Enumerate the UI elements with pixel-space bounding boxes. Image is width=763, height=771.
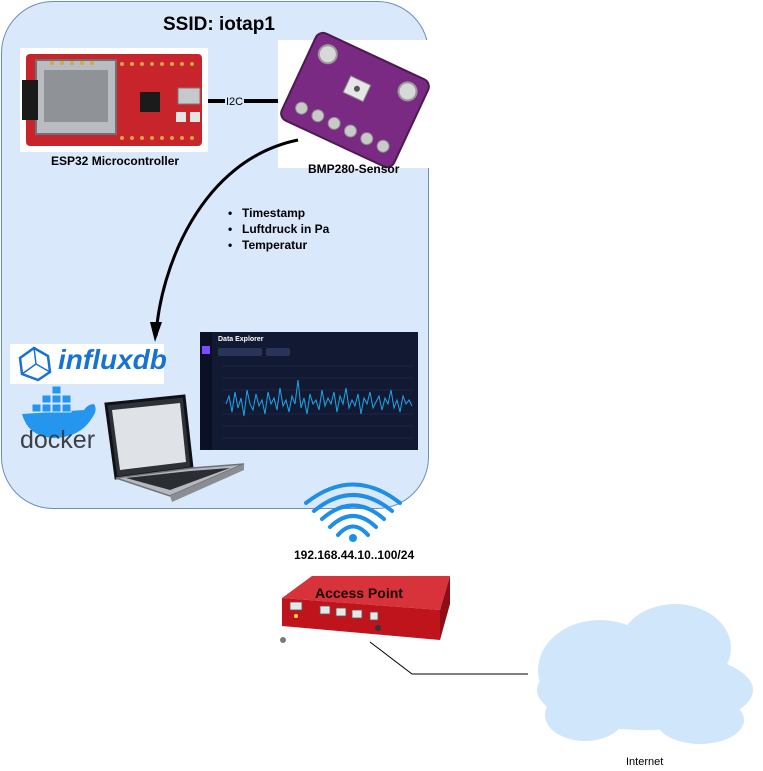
data-field-item: Temperatur <box>228 237 329 253</box>
internet-connection-line <box>369 641 528 675</box>
data-field-item: Luftdruck in Pa <box>228 221 329 237</box>
esp32-board-image <box>20 48 208 152</box>
wifi-dot <box>349 534 357 542</box>
laptop-image <box>104 394 245 502</box>
data-fields-list: Timestamp Luftdruck in Pa Temperatur <box>228 205 329 253</box>
internet-cloud-icon <box>537 604 753 744</box>
data-flow-arrow <box>154 138 299 337</box>
data-flow-arrowhead <box>150 322 162 342</box>
dashboard-title: Data Explorer <box>218 336 264 343</box>
influxdb-logo <box>10 344 164 384</box>
ip-range-label: 192.168.44.10..100/24 <box>294 548 415 562</box>
esp32-label: ESP32 Microcontroller <box>51 154 180 168</box>
ssid-title: SSID: iotap1 <box>163 14 275 35</box>
bmp280-sensor-image <box>278 31 430 169</box>
data-field-item: Timestamp <box>228 205 329 221</box>
dashboard-screenshot-image <box>200 332 418 450</box>
access-point-label: Access Point <box>315 585 403 601</box>
i2c-label: I2C <box>225 96 245 108</box>
bmp280-sensor-label: BMP280-Sensor <box>308 162 400 176</box>
wifi-icon <box>304 482 402 537</box>
influxdb-wordmark: influxdb <box>58 344 167 375</box>
internet-label: Internet <box>626 756 664 768</box>
docker-wordmark: docker <box>20 426 96 454</box>
small-gray-dot <box>280 637 286 643</box>
docker-whale-icon <box>22 385 96 438</box>
access-point-router-image <box>282 576 450 640</box>
